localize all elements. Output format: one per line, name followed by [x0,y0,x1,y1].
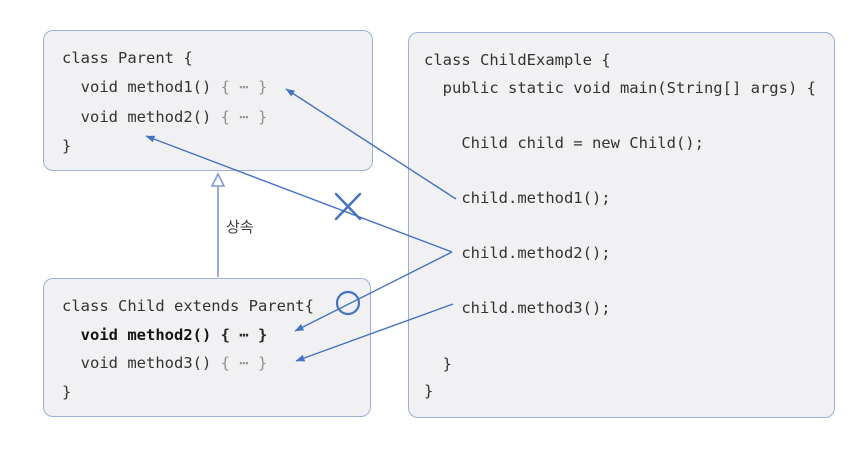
code-line-example-6 [424,213,834,241]
code-line-example-4 [424,157,834,185]
code-line-example-11: } [424,351,834,379]
code-text: } [62,383,72,402]
code-line-example-1: public static void main(String[] args) { [424,75,834,103]
x-mark-stroke [334,192,362,221]
inheritance-triangle-icon [210,172,226,187]
parent-class-box: class Parent { void method1() { ⋯ } void… [43,30,373,171]
code-tail: { ⋯ } [220,354,268,373]
code-line-child-2: void method3() { ⋯ } [62,349,370,378]
code-text: void method2() [62,325,221,344]
code-tail: { ⋯ } [220,78,268,97]
code-line-example-3: Child child = new Child(); [424,130,834,158]
x-mark-icon [334,192,362,221]
code-line-example-10 [424,323,834,351]
code-text: class Parent { [62,49,193,67]
code-line-parent-1: void method1() { ⋯ } [62,73,372,102]
code-tail: { ⋯ } [220,325,268,344]
code-line-example-8 [424,268,834,296]
code-text: child.method3(); [424,299,611,318]
code-text: Child child = new Child(); [424,133,704,152]
child-example-class-box: class ChildExample { public static void … [408,32,835,418]
code-text: void method3() [62,354,221,373]
code-line-parent-0: class Parent { [62,44,372,73]
inheritance-label: 상속 [226,218,254,236]
code-text: class Child extends Parent{ [62,297,314,315]
code-text: } [62,136,72,155]
code-line-child-0: class Child extends Parent{ [62,292,370,321]
code-text: class ChildExample { [424,51,611,69]
code-line-example-9: child.method3(); [424,295,834,323]
code-line-example-7: child.method2(); [424,240,834,268]
code-line-parent-3: } [62,132,372,161]
code-line-example-2 [424,102,834,130]
code-tail: { ⋯ } [220,107,268,126]
x-mark-stroke [334,192,362,221]
code-text: } [424,354,452,373]
code-line-parent-2: void method2() { ⋯ } [62,103,372,132]
code-text: child.method1(); [424,188,611,207]
code-line-example-12: } [424,378,834,406]
code-line-example-0: class ChildExample { [424,47,834,75]
code-text: void method1() [62,78,221,97]
code-line-example-5: child.method1(); [424,185,834,213]
child-class-box: class Child extends Parent{ void method2… [43,278,371,417]
code-text: void method2() [62,107,221,126]
code-text: public static void main(String[] args) { [424,78,816,97]
code-line-child-3: } [62,378,370,407]
code-text: } [424,382,434,401]
code-text: child.method2(); [424,244,611,263]
code-line-child-1-overridden-method: void method2() { ⋯ } [62,321,370,350]
